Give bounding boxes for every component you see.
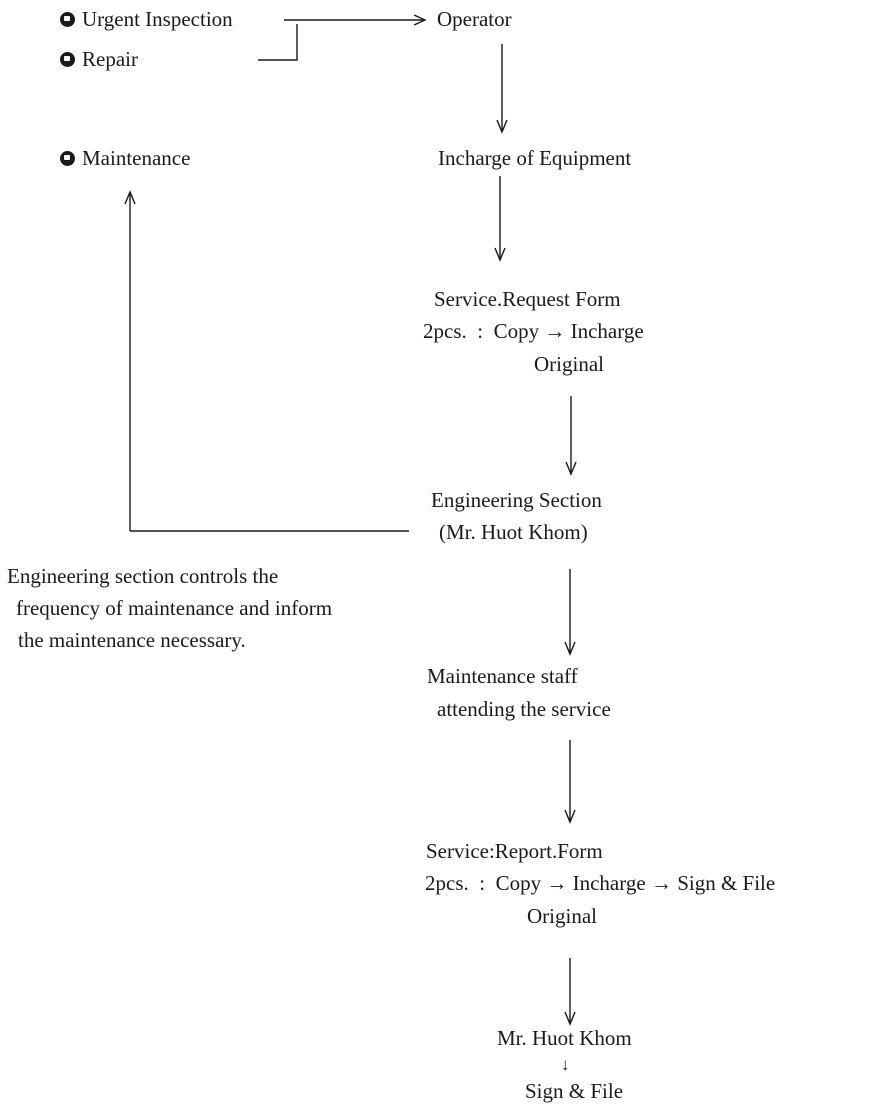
bullet-icon [60, 12, 75, 27]
note-line2: frequency of maintenance and inform [16, 596, 333, 620]
bullet-icon [60, 52, 75, 67]
report-copies-line: 2pcs. : Copy → Incharge → Sign & File [425, 871, 776, 895]
note-line3: the maintenance necessary. [18, 628, 246, 652]
srf-title: Service.Request Form [434, 287, 621, 311]
repair-bracket [258, 24, 298, 61]
source-urgent-inspection: Urgent Inspection [60, 6, 233, 32]
arrow-down-icon: ↓ [561, 1055, 570, 1074]
note-line1: Engineering section controls the [7, 564, 279, 588]
srf-original: Original [534, 352, 604, 376]
arrowhead-srf [494, 247, 506, 262]
arrowhead-maintenance [124, 190, 136, 205]
arrowhead-engineering [565, 461, 577, 476]
report-original: Original [527, 904, 597, 928]
node-mr-huot-khom: Mr. Huot Khom [497, 1026, 632, 1050]
node-incharge-of-equipment: Incharge of Equipment [438, 146, 632, 170]
bullet-icon [60, 151, 75, 166]
source-maintenance: Maintenance [60, 145, 190, 171]
node-final-sign-file: Sign & File [525, 1079, 624, 1103]
node-operator: Operator [437, 7, 512, 31]
arrow-right-icon: → [546, 871, 568, 895]
report-title: Service:Report.Form [426, 839, 603, 863]
engineering-title: Engineering Section [431, 488, 602, 512]
arrowhead-report [564, 809, 576, 824]
source-repair: Repair [60, 46, 138, 72]
arrowhead-khom [564, 1011, 576, 1026]
engineering-contact: (Mr. Huot Khom) [439, 520, 588, 544]
arrowhead-incharge [496, 119, 508, 134]
staff-line1: Maintenance staff [427, 664, 578, 688]
arrow-right-icon: → [650, 871, 672, 895]
arrowhead-operator [413, 14, 427, 26]
srf-copies-line: 2pcs. : Copy → Incharge [423, 319, 644, 343]
staff-line2: attending the service [437, 697, 611, 721]
arrow-right-icon: → [544, 319, 566, 343]
arrowhead-staff [564, 641, 576, 656]
